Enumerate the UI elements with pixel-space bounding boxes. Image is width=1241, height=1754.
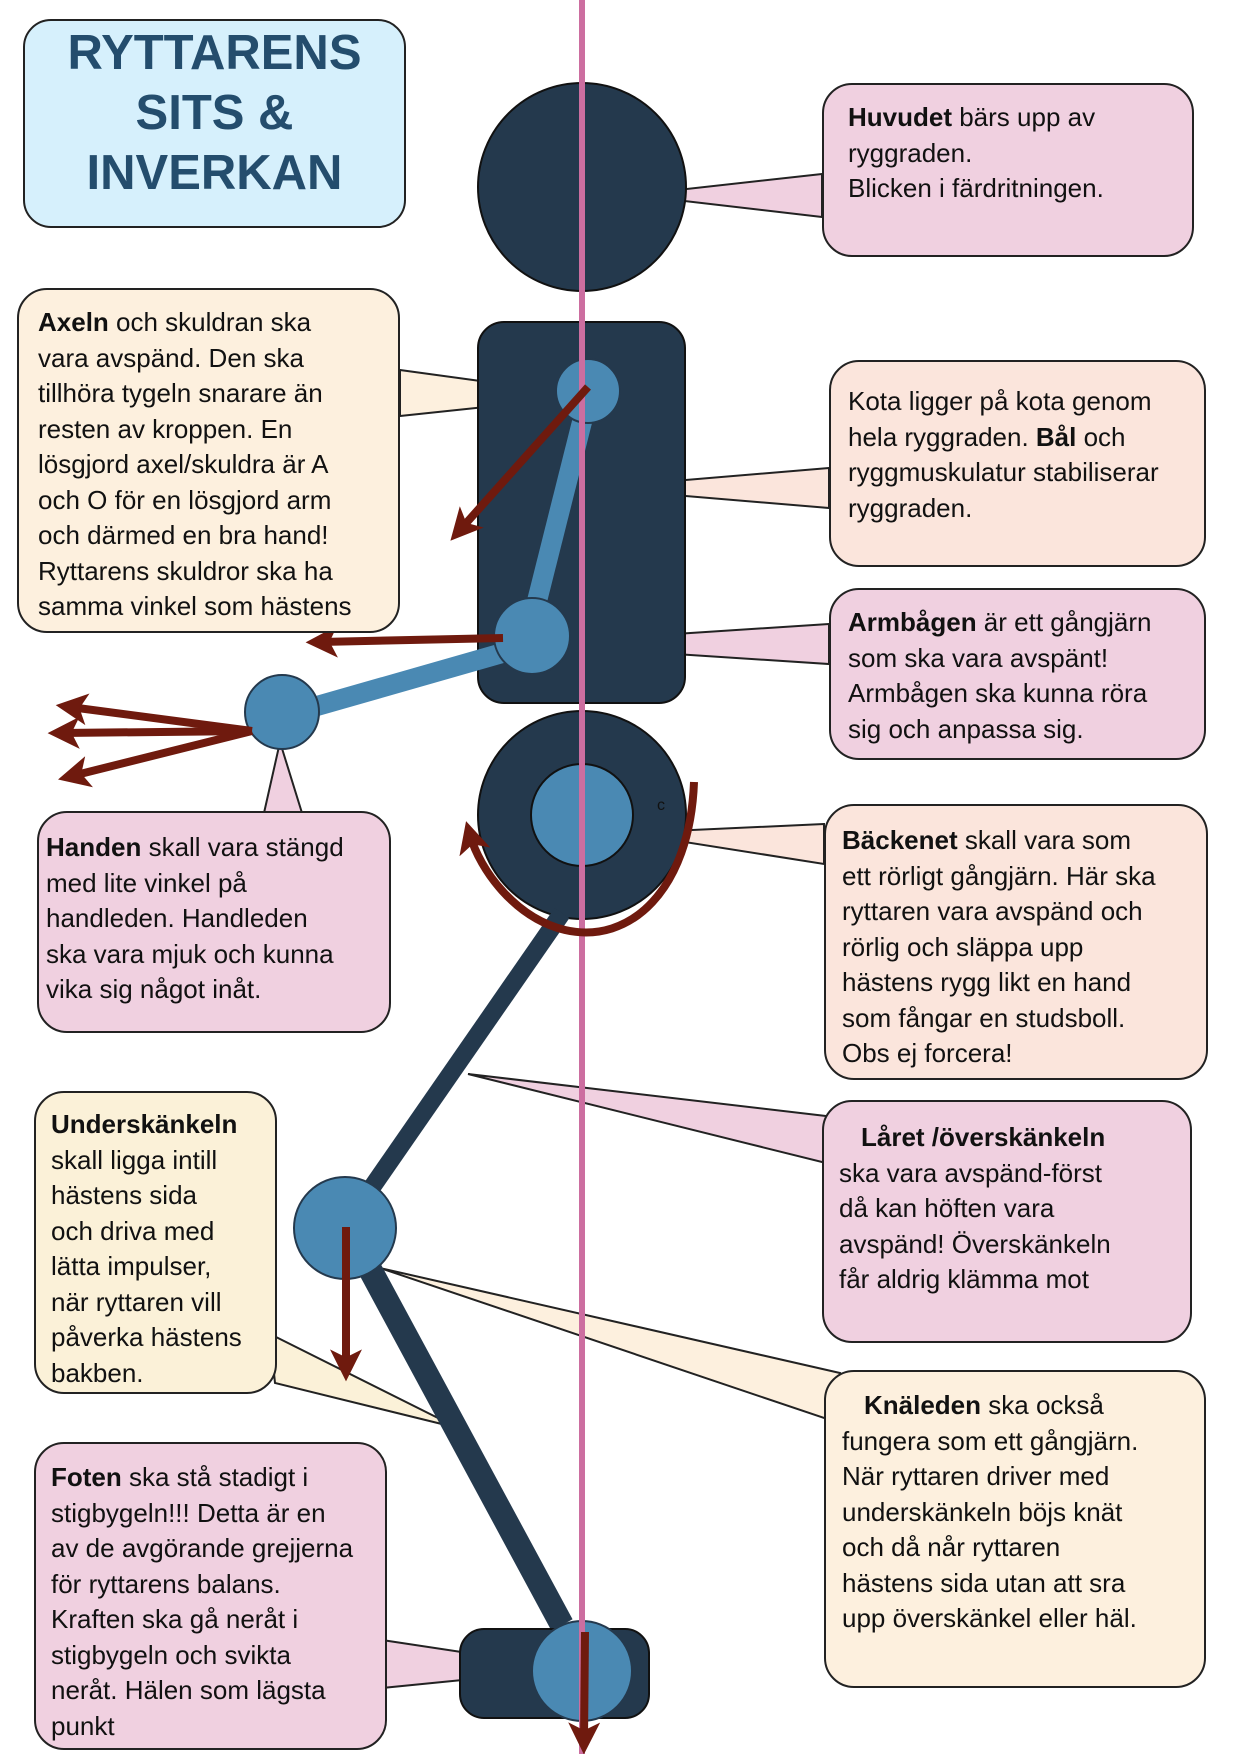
label-handen: Handen bbox=[46, 832, 142, 862]
callout-foten: Foten ska stå stadigt i stigbygeln!!! De… bbox=[34, 1442, 387, 1750]
tail-laret bbox=[467, 1073, 862, 1166]
hand-arrow-2 bbox=[47, 716, 253, 749]
hand-joint bbox=[244, 674, 320, 750]
label-huvudet: Huvudet bbox=[848, 102, 952, 132]
callout-axeln: Axeln och skuldran ska vara avspänd. Den… bbox=[17, 288, 400, 633]
title-line-1: RYTTARENS bbox=[67, 26, 362, 80]
label-axeln: Axeln bbox=[38, 307, 109, 337]
tail-handen bbox=[262, 738, 304, 814]
upper-arm-shape bbox=[522, 395, 598, 624]
callout-tails bbox=[262, 172, 862, 1690]
shin-shape bbox=[341, 1230, 573, 1631]
hand-arrow-1 bbox=[55, 693, 253, 735]
hand-arrow-3 bbox=[58, 727, 253, 788]
callout-underskankeln: Underskänkeln skall ligga intill hästens… bbox=[34, 1091, 277, 1394]
forearm-shape bbox=[279, 638, 523, 726]
label-laret: Låret /överskänkeln bbox=[861, 1122, 1106, 1152]
callout-laret: Låret /överskänkeln ska vara avspänd-för… bbox=[822, 1100, 1192, 1343]
title-box: RYTTARENS SITS & INVERKAN bbox=[23, 19, 406, 228]
label-knaleden: Knäleden bbox=[864, 1390, 982, 1420]
label-backenet: Bäckenet bbox=[842, 825, 958, 855]
callout-backenet: Bäckenet skall vara som ett rörligt gång… bbox=[824, 804, 1208, 1080]
shoulder-arrow bbox=[450, 384, 591, 541]
foot-arrow bbox=[568, 1631, 601, 1754]
thigh-shape bbox=[344, 907, 570, 1222]
title-line-2: SITS & bbox=[135, 86, 294, 140]
callout-knaleden: Knäleden ska också fungera som ett gångj… bbox=[824, 1370, 1206, 1688]
label-armbagen: Armbågen bbox=[848, 607, 977, 637]
pelvis-rotation-arrow bbox=[459, 781, 698, 937]
elbow-arrow bbox=[305, 625, 504, 658]
label-bal: Bål bbox=[1035, 421, 1077, 452]
callout-handen: Handen skall vara stängd med lite vinkel… bbox=[37, 811, 391, 1033]
pelvis-marker: c bbox=[657, 797, 665, 814]
title-line-3: INVERKAN bbox=[86, 146, 343, 200]
callout-kota: Kota ligger på kota genom hela ryggraden… bbox=[829, 360, 1206, 567]
callout-armbagen: Armbågen är ett gångjärn som ska vara av… bbox=[829, 588, 1206, 760]
label-underskankeln: Underskänkeln bbox=[51, 1109, 238, 1139]
label-foten: Foten bbox=[51, 1462, 122, 1492]
elbow-joint bbox=[493, 597, 571, 675]
force-arrows bbox=[47, 384, 698, 1754]
callout-huvudet: Huvudet bärs upp av ryggraden. Blicken i… bbox=[822, 83, 1194, 257]
